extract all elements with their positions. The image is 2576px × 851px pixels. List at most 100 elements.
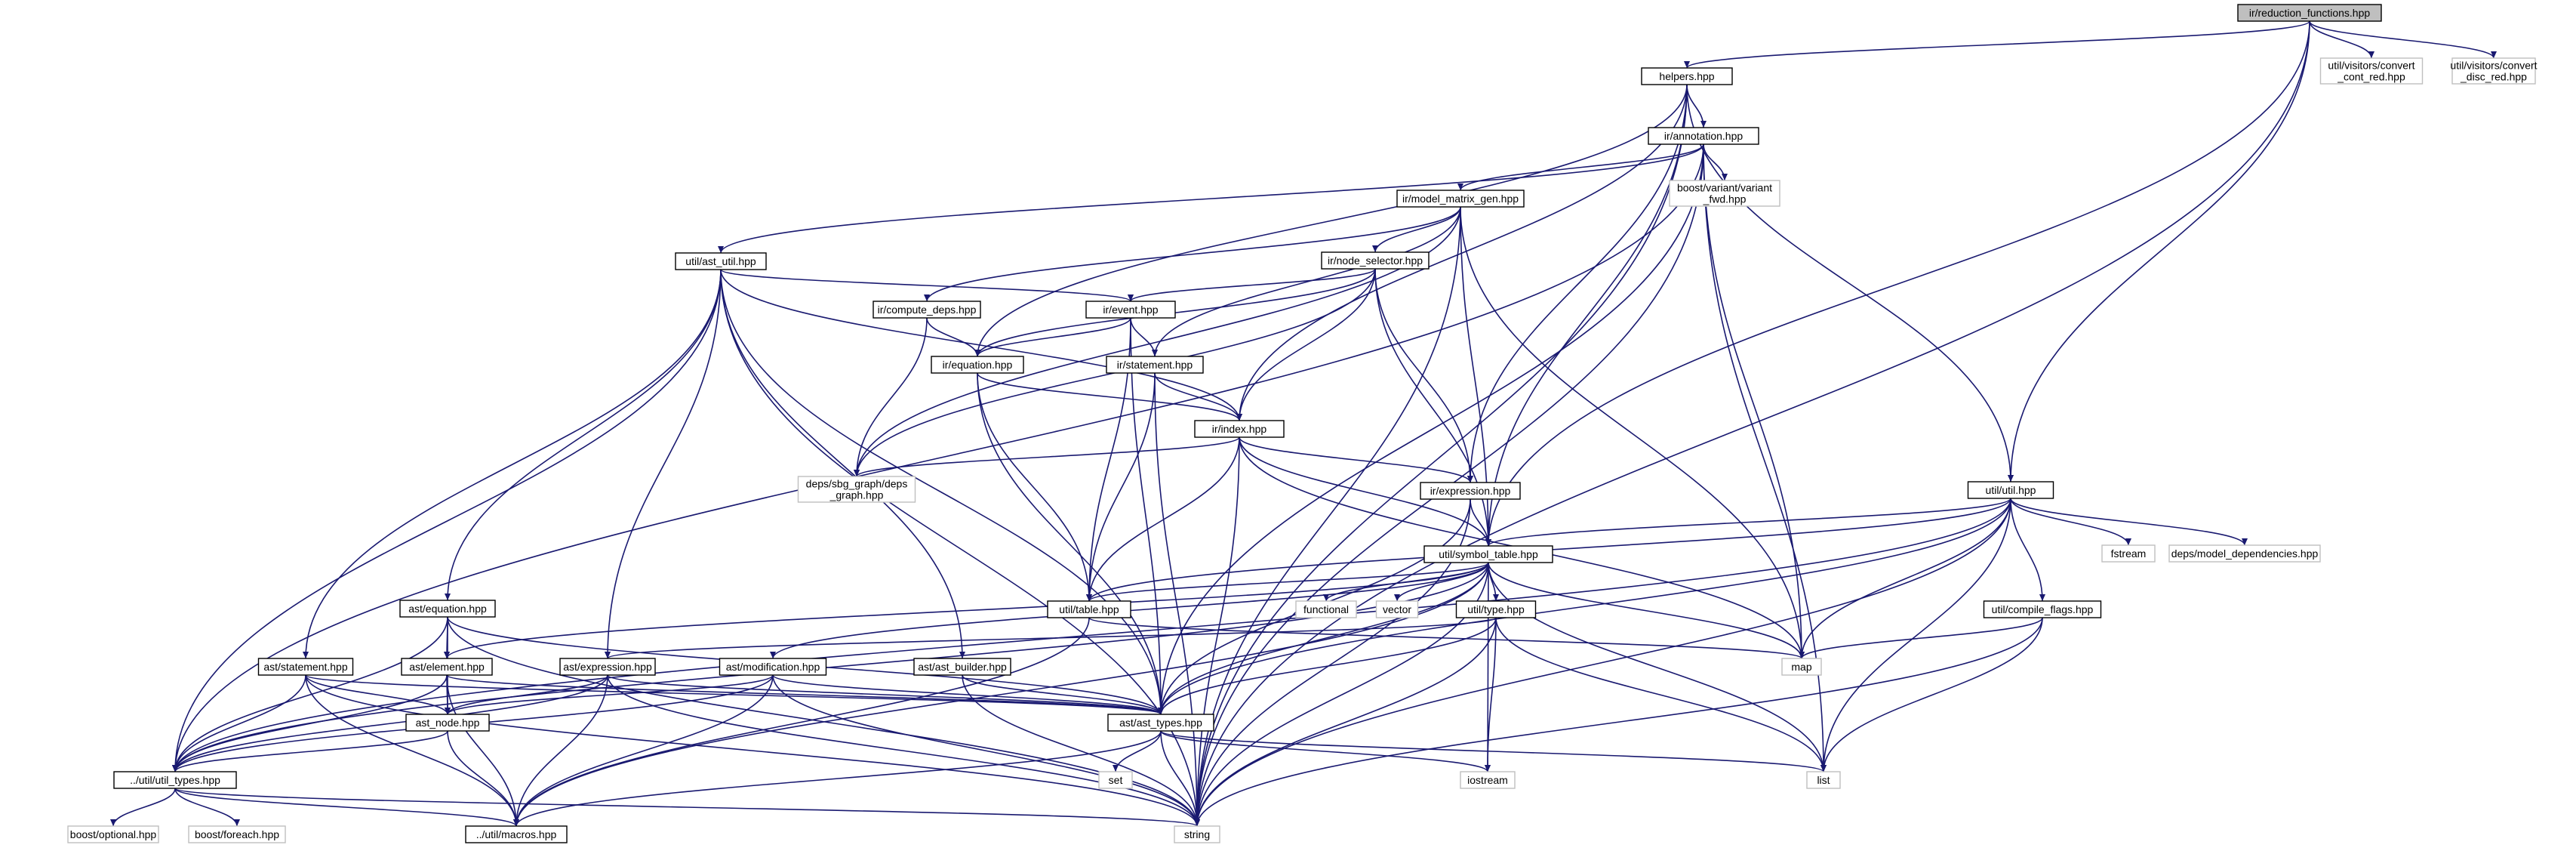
node-type[interactable]: util/type.hpp	[1455, 600, 1537, 618]
node-ast-types[interactable]: ast/ast_types.hpp	[1107, 714, 1214, 732]
node-label: util/symbol_table.hpp	[1439, 548, 1538, 560]
dependency-edge	[977, 84, 1688, 357]
node-label: ir/reduction_functions.hpp	[2249, 7, 2371, 19]
node-box	[719, 658, 827, 676]
node-box	[257, 658, 354, 676]
node-element[interactable]: ast/element.hpp	[401, 658, 493, 676]
node-label-line: ir/annotation.hpp	[1664, 130, 1743, 142]
node-label: set	[1109, 774, 1123, 786]
dependency-edge	[305, 674, 517, 827]
node-label: util/visitors/convert_cont_red.hpp	[2328, 60, 2414, 83]
node-box	[1194, 420, 1285, 438]
dependency-edge	[2309, 20, 2372, 59]
node-compute-deps[interactable]: ir/compute_deps.hpp	[873, 301, 981, 319]
node-expression-ir[interactable]: ir/expression.hpp	[1420, 482, 1521, 500]
node-map: map	[1781, 658, 1822, 676]
edge-arrowhead	[2125, 538, 2131, 545]
edge-arrowhead	[2368, 51, 2374, 58]
node-box	[2319, 57, 2424, 85]
node-label: util/table.hpp	[1059, 603, 1119, 615]
dependency-edge	[174, 269, 722, 772]
node-box	[1648, 127, 1759, 145]
node-list: list	[1806, 771, 1841, 789]
node-layer: ir/reduction_functions.hpp helpers.hpp uti…	[67, 4, 2538, 843]
node-index[interactable]: ir/index.hpp	[1194, 420, 1285, 438]
node-label: string	[1184, 828, 1210, 840]
node-box	[2451, 57, 2536, 85]
dependency-edge	[174, 674, 608, 772]
dependency-edge	[1196, 20, 2310, 827]
dependency-edge	[1088, 436, 1240, 602]
dependency-edge	[446, 562, 1489, 659]
dependency-edge	[720, 269, 1131, 302]
edge-arrowhead	[444, 652, 450, 658]
node-label: list	[1817, 774, 1830, 786]
node-ast-node[interactable]: ast_node.hpp	[405, 714, 490, 732]
node-table[interactable]: util/table.hpp	[1047, 600, 1131, 618]
node-label-line: boost/variant/variant	[1677, 182, 1772, 194]
node-ast-util[interactable]: util/ast_util.hpp	[675, 252, 767, 270]
node-modification[interactable]: ast/modification.hpp	[719, 658, 827, 676]
dependency-edge	[1160, 498, 2011, 715]
node-compile-flags[interactable]: util/compile_flags.hpp	[1983, 600, 2102, 618]
node-equation-ast[interactable]: ast/equation.hpp	[399, 600, 496, 618]
node-macros[interactable]: ../util/macros.hpp	[465, 825, 568, 843]
node-label-line: deps/model_dependencies.hpp	[2171, 547, 2319, 560]
dependency-edge	[447, 674, 608, 715]
node-label: ast/expression.hpp	[563, 661, 652, 673]
dependency-edge	[1488, 20, 2310, 547]
node-symbol-table[interactable]: util/symbol_table.hpp	[1423, 545, 1553, 563]
edge-arrowhead	[1152, 350, 1158, 356]
node-statement-ast[interactable]: ast/statement.hpp	[257, 658, 354, 676]
node-box	[1967, 481, 2054, 499]
dependency-edge	[174, 498, 2011, 772]
node-fstream: fstream	[2101, 544, 2156, 563]
edge-arrowhead	[1684, 61, 1690, 68]
edge-arrowhead	[234, 819, 240, 826]
edge-arrowhead	[2491, 51, 2497, 58]
edge-arrowhead	[1236, 414, 1242, 421]
dependency-edge	[447, 674, 774, 715]
node-label-line: util/util.hpp	[1986, 484, 2036, 496]
edge-arrowhead	[513, 819, 519, 826]
edge-arrowhead	[1372, 245, 1378, 252]
node-box	[188, 825, 286, 843]
dependency-edge	[1088, 562, 1489, 602]
node-util-types[interactable]: ../util/util_types.hpp	[113, 771, 237, 789]
node-label: functional	[1303, 603, 1349, 615]
node-helpers[interactable]: helpers.hpp	[1641, 67, 1733, 85]
node-label-line: ast/ast_types.hpp	[1119, 717, 1202, 729]
node-label: vector	[1383, 603, 1411, 615]
node-label-line: ast/expression.hpp	[563, 661, 652, 673]
edge-arrowhead	[974, 350, 980, 356]
node-event[interactable]: ir/event.hpp	[1085, 301, 1176, 319]
dependency-edge	[607, 617, 1497, 659]
edge-arrowhead	[1493, 594, 1499, 601]
node-label: ast/modification.hpp	[726, 661, 820, 673]
dependency-edge	[2010, 498, 2245, 546]
node-model-matrix-gen[interactable]: ir/model_matrix_gen.hpp	[1396, 190, 1525, 208]
dependency-edge	[174, 788, 238, 827]
node-ast-builder[interactable]: ast/ast_builder.hpp	[913, 658, 1011, 676]
edge-arrowhead	[605, 652, 611, 658]
node-label-line: _cont_red.hpp	[2337, 71, 2405, 83]
node-statement-ir[interactable]: ir/statement.hpp	[1106, 356, 1204, 374]
node-label: ir/equation.hpp	[943, 359, 1013, 371]
node-label-line: util/visitors/convert	[2328, 60, 2414, 72]
dependency-edge	[1374, 268, 1471, 483]
edge-arrowhead	[854, 470, 860, 476]
node-expression-ast[interactable]: ast/expression.hpp	[559, 658, 656, 676]
edge-arrowhead	[1323, 594, 1329, 601]
dependency-edge	[174, 788, 517, 827]
node-root[interactable]: ir/reduction_functions.hpp	[2237, 4, 2382, 22]
edge-arrowhead	[1467, 476, 1473, 483]
dependency-edge	[1196, 617, 2043, 827]
node-label-line: ../util/util_types.hpp	[130, 774, 220, 786]
node-annotation[interactable]: ir/annotation.hpp	[1648, 127, 1759, 145]
node-util-util[interactable]: util/util.hpp	[1967, 481, 2054, 499]
node-node-selector[interactable]: ir/node_selector.hpp	[1321, 251, 1430, 270]
dependency-edge	[305, 674, 1198, 827]
node-equation-ir[interactable]: ir/equation.hpp	[931, 356, 1024, 374]
dependency-edge	[1488, 84, 1688, 547]
dependency-edge	[1130, 317, 1162, 715]
